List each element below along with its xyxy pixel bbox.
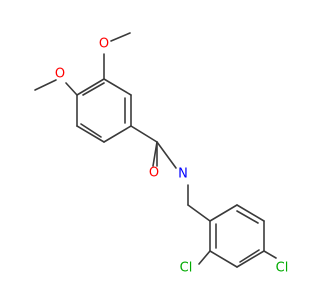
- bond: [103, 125, 132, 143]
- atom-nitrogen-amide: N: [178, 167, 188, 182]
- bond: [198, 250, 211, 265]
- bond: [34, 79, 57, 91]
- bond: [82, 82, 105, 96]
- atom-oxygen-carbonyl: O: [149, 166, 159, 181]
- bond: [103, 78, 132, 96]
- molecule-canvas: O O O N Cl Cl: [34, 32, 289, 276]
- bond: [236, 250, 265, 268]
- atom-chlorine-ortho: Cl: [180, 261, 193, 276]
- bond: [80, 123, 102, 138]
- atom-labels: O O O N Cl Cl: [55, 37, 288, 276]
- bond: [110, 32, 131, 42]
- atom-oxygen-methoxy-left: O: [55, 67, 65, 82]
- bond: [263, 250, 277, 259]
- bond: [76, 78, 105, 96]
- bond: [209, 204, 238, 222]
- dichlorophenyl-ring: [187, 204, 277, 268]
- bond: [239, 249, 260, 263]
- bond: [156, 141, 177, 169]
- bond: [236, 204, 265, 222]
- bond: [76, 125, 105, 143]
- atom-chlorine-para: Cl: [276, 261, 289, 276]
- atom-oxygen-methoxy-top: O: [99, 37, 109, 52]
- bond: [236, 210, 259, 224]
- acetamide-linker: [130, 125, 189, 206]
- bond: [187, 204, 211, 222]
- dimethoxyphenyl-ring: [76, 78, 132, 143]
- bond: [152, 141, 158, 167]
- methoxy-groups: [34, 32, 131, 96]
- structure-diagram: O O O N Cl Cl: [34, 32, 288, 276]
- bond: [209, 250, 238, 268]
- bond: [65, 82, 78, 96]
- bond: [130, 125, 158, 143]
